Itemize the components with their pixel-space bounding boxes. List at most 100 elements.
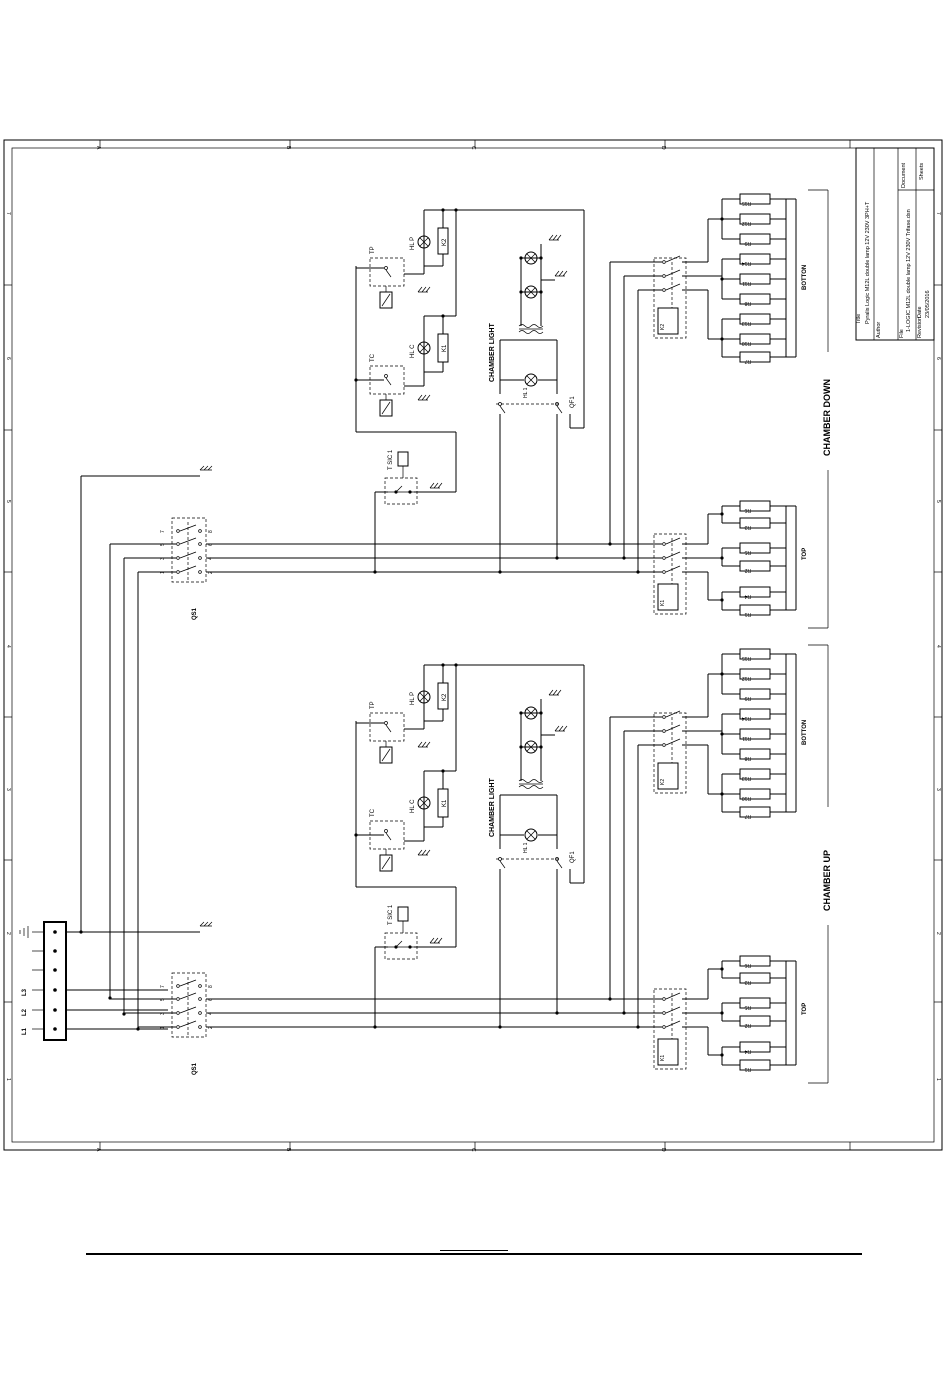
- hl-p-label: HL P: [410, 692, 416, 705]
- frame-coordinates: A B C D A B C D 1 2 3 4 5 6 7 1 2 3 4 5 …: [5, 146, 941, 1152]
- hl-c-lamp-icon: [417, 796, 431, 810]
- resistor: [739, 604, 771, 616]
- svg-text:R1: R1: [744, 1066, 751, 1072]
- resistor: [739, 293, 771, 305]
- svg-text:R8: R8: [744, 755, 751, 761]
- svg-text:R7: R7: [744, 813, 751, 819]
- svg-text:6: 6: [5, 357, 11, 360]
- top-section-label: TOP: [802, 548, 808, 560]
- svg-text:R2: R2: [744, 1022, 751, 1028]
- revision-label: Revision: [917, 317, 923, 338]
- svg-text:K1: K1: [660, 1055, 666, 1061]
- resistor: [739, 806, 771, 818]
- svg-text:A: A: [95, 1148, 101, 1152]
- svg-text:1: 1: [935, 1078, 941, 1081]
- chamber-title: CHAMBER DOWN: [822, 379, 832, 456]
- ground-icon: [554, 270, 568, 277]
- tp-label: TP: [370, 246, 376, 254]
- tp-label: TP: [370, 701, 376, 709]
- svg-text:D: D: [660, 146, 666, 150]
- sheets-label: Sheets: [919, 163, 925, 180]
- qs1-label: QS1: [192, 1062, 198, 1075]
- terminal-l1: L1: [22, 1027, 28, 1035]
- ground-icon: [417, 741, 431, 748]
- ground-icon: [417, 286, 431, 293]
- svg-text:R6: R6: [744, 962, 751, 968]
- terminal-l3: L3: [22, 988, 28, 996]
- lamp-icon: [524, 285, 538, 299]
- resistor: [739, 351, 771, 363]
- svg-text:7: 7: [935, 212, 941, 215]
- author-label: Author: [876, 322, 882, 338]
- svg-text:K2: K2: [660, 324, 666, 330]
- ground-icon: [417, 849, 431, 856]
- contactor-k2: [653, 257, 687, 339]
- contactor-k2: [653, 712, 687, 794]
- svg-text:4: 4: [5, 645, 11, 648]
- resistor: [739, 586, 771, 598]
- svg-text:R14: R14: [742, 260, 751, 266]
- resistor: [739, 233, 771, 245]
- resistor: [739, 1059, 771, 1071]
- resistor: [739, 517, 771, 529]
- tc-label: TC: [370, 808, 376, 817]
- svg-text:K1: K1: [660, 600, 666, 606]
- contactor-k1: [653, 988, 687, 1070]
- k1-label: K1: [442, 799, 448, 807]
- page-bottom-rule: [86, 1253, 862, 1255]
- resistor: [739, 748, 771, 760]
- svg-text:8: 8: [208, 530, 214, 533]
- svg-text:K2: K2: [660, 779, 666, 785]
- svg-text:HL 1: HL 1: [523, 387, 529, 398]
- resistor: [739, 500, 771, 512]
- date-value: 23/05/2016: [925, 290, 931, 318]
- k1-label: K1: [442, 344, 448, 352]
- svg-text:R11: R11: [742, 735, 751, 741]
- document-label: Document: [901, 162, 907, 188]
- qs1-label: QS1: [192, 607, 198, 620]
- ground-icon: [429, 482, 443, 489]
- svg-text:R15: R15: [742, 200, 751, 206]
- terminal-l2: L2: [22, 1008, 28, 1016]
- svg-text:C: C: [470, 146, 476, 150]
- hl-1-lamp-icon: [524, 828, 538, 842]
- svg-text:2: 2: [935, 932, 941, 935]
- hl-c-label: HL C: [410, 799, 416, 813]
- chamber-light-label: CHAMBER LIGHT: [489, 323, 496, 382]
- svg-text:A: A: [95, 146, 101, 150]
- contactor-k1: [653, 533, 687, 615]
- svg-text:R3: R3: [744, 524, 751, 530]
- svg-text:5: 5: [935, 500, 941, 503]
- transformer-icon: [518, 324, 544, 328]
- resistor: [739, 997, 771, 1009]
- svg-text:3: 3: [935, 788, 941, 791]
- title-value: Pyralis Logic M12L double lamp 12V 230V …: [865, 201, 871, 324]
- svg-text:R8: R8: [744, 300, 751, 306]
- qf1-label: QF1: [570, 396, 576, 408]
- svg-text:C: C: [470, 1148, 476, 1152]
- svg-text:R11: R11: [742, 280, 751, 286]
- ground-icon: [548, 234, 562, 241]
- svg-text:B: B: [285, 146, 291, 150]
- svg-text:R14: R14: [742, 715, 751, 721]
- svg-text:6: 6: [935, 357, 941, 360]
- chamber-light-label: CHAMBER LIGHT: [489, 778, 496, 837]
- resistor: [739, 688, 771, 700]
- top-section-label: TOP: [802, 1003, 808, 1015]
- svg-text:R4: R4: [744, 1048, 751, 1054]
- qs1-switch: [171, 972, 207, 1038]
- resistor: [739, 955, 771, 967]
- svg-text:D: D: [660, 1148, 666, 1152]
- ground-icon: [417, 394, 431, 401]
- tp-thermostat: [369, 257, 405, 287]
- svg-text:B: B: [285, 1148, 291, 1152]
- svg-text:R3: R3: [744, 979, 751, 985]
- resistor: [739, 1041, 771, 1053]
- svg-text:R15: R15: [742, 655, 751, 661]
- lamp-icon: [524, 251, 538, 265]
- resistor: [739, 1015, 771, 1027]
- svg-text:R9: R9: [744, 240, 751, 246]
